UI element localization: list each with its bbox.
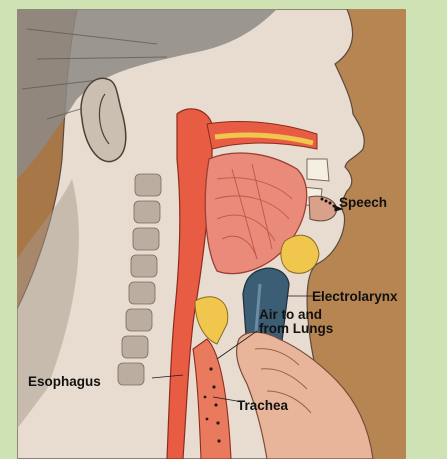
- label-air-line-2: from Lungs: [259, 322, 333, 336]
- label-trachea: Trachea: [237, 399, 288, 413]
- label-esophagus: Esophagus: [28, 375, 101, 389]
- label-air-to-from-lungs: Air to and from Lungs: [259, 308, 333, 336]
- anatomy-illustration: [17, 9, 406, 459]
- label-speech: Speech: [339, 196, 387, 210]
- upper-teeth: [307, 159, 329, 181]
- label-electrolarynx: Electrolarynx: [312, 290, 398, 304]
- label-air-line-1: Air to and: [259, 308, 333, 322]
- mandible: [281, 235, 319, 273]
